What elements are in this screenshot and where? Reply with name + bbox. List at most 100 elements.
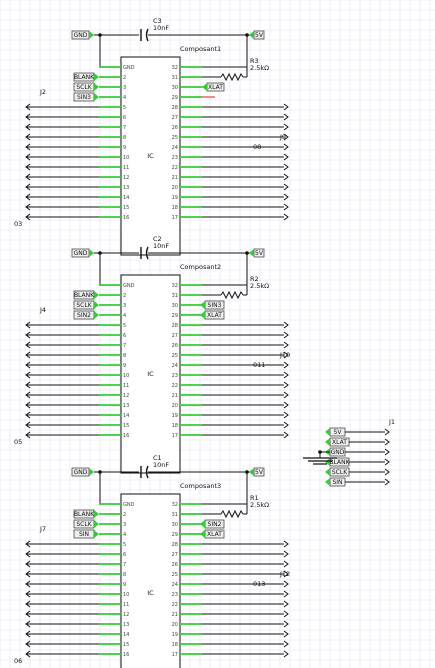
capacitor-plate (145, 465, 149, 479)
pin-number: GND (123, 502, 135, 508)
net-label[interactable]: BLANK (73, 509, 99, 519)
ic-label: IC (147, 152, 154, 160)
connector-pin-end (384, 448, 390, 456)
net-label[interactable]: XLAT (200, 310, 225, 320)
pin-number: 10 (123, 373, 129, 379)
pin-number: 32 (172, 283, 178, 289)
pin-number: 4 (123, 313, 126, 319)
pin-number: 19 (172, 413, 178, 419)
connector-pin-end (25, 113, 31, 121)
pin-number: 27 (172, 333, 178, 339)
pin-number: 6 (123, 333, 126, 339)
net-label[interactable]: XLAT (200, 529, 225, 539)
connector-pin-end (283, 600, 289, 608)
pin-number: 7 (123, 562, 126, 568)
connector-pin-end (283, 550, 289, 558)
connector-pin-end (25, 341, 31, 349)
pin-number: 12 (123, 175, 129, 181)
net-label-text: GND (74, 250, 88, 257)
net-label-text: SIN (332, 479, 342, 486)
net-label-text: BLANK (74, 74, 95, 81)
pin-number: 17 (172, 433, 178, 439)
net-label-arrow (249, 468, 254, 476)
connector-pin-end (283, 570, 289, 578)
pin-number: 23 (172, 373, 178, 379)
pin-number: 3 (123, 85, 126, 91)
connector-pin-end (283, 203, 289, 211)
net-label[interactable]: BLANK (73, 290, 99, 300)
net-label[interactable]: SCLK (73, 300, 99, 310)
connector-pin-end (25, 163, 31, 171)
pin-number: 22 (172, 383, 178, 389)
pin-number: 19 (172, 195, 178, 201)
net-label[interactable]: GND (71, 467, 94, 477)
ic-label: IC (147, 370, 154, 378)
net-label[interactable]: SIN3 (73, 92, 99, 102)
net-label-arrow (94, 73, 99, 81)
net-label[interactable]: BLANK (325, 457, 351, 467)
net-label[interactable]: 5V (249, 248, 265, 258)
pin-number: 6 (123, 115, 126, 121)
net-label[interactable]: SCLK (325, 467, 350, 477)
net-label[interactable]: SIN2 (200, 519, 225, 529)
pin-number: 4 (123, 532, 126, 538)
connector-pin-end (25, 590, 31, 598)
pin-number: 20 (172, 622, 178, 628)
pin-number: 31 (172, 512, 178, 518)
net-label[interactable]: SCLK (73, 82, 99, 92)
pin-number: 15 (123, 205, 129, 211)
connector-pin-end (25, 193, 31, 201)
connector-left-num: 06 (14, 657, 22, 665)
resistor (220, 290, 244, 300)
connector-pin-end (283, 540, 289, 548)
net-label[interactable]: XLAT (202, 82, 225, 92)
pin-number: 2 (123, 75, 126, 81)
connector-left-num: 03 (14, 220, 22, 228)
net-label[interactable]: BLANK (73, 72, 99, 82)
net-label[interactable]: SIN (73, 529, 99, 539)
connector-pin-end (25, 540, 31, 548)
net-label[interactable]: SIN2 (73, 310, 99, 320)
pin-number: 15 (123, 423, 129, 429)
connector-pin-end (25, 133, 31, 141)
pin-number: 27 (172, 115, 178, 121)
resistor-ref: R1 (250, 494, 259, 502)
pin-number: 25 (172, 353, 178, 359)
net-label-text: SIN2 (77, 312, 91, 319)
net-label[interactable]: GND (71, 30, 94, 40)
pin-number: 28 (172, 542, 178, 548)
connector-pin-end (25, 371, 31, 379)
pin-number: 8 (123, 572, 126, 578)
connector-pin-end (283, 331, 289, 339)
pin-number: 19 (172, 632, 178, 638)
ic-label: IC (147, 589, 154, 597)
connector-right-num: 08 (253, 143, 261, 151)
net-label-arrow (94, 510, 99, 518)
net-label[interactable]: SIN3 (200, 300, 225, 310)
capacitor-value: 10nF (153, 461, 169, 469)
net-label-text: BLANK (74, 511, 95, 518)
net-label[interactable]: SCLK (73, 519, 99, 529)
net-label[interactable]: SIN (325, 477, 346, 487)
pin-number: GND (123, 283, 135, 289)
connector-pin-end (25, 183, 31, 191)
pin-number: 9 (123, 363, 126, 369)
connector-pin-end (25, 600, 31, 608)
net-label-arrow (202, 83, 207, 91)
net-label[interactable]: 5V (325, 427, 346, 437)
net-label[interactable]: GND (71, 248, 94, 258)
pin-number: 14 (123, 195, 129, 201)
net-label[interactable]: XLAT (325, 437, 350, 447)
pin-number: 23 (172, 155, 178, 161)
connector-pin-end (25, 351, 31, 359)
net-label[interactable]: 5V (249, 30, 265, 40)
connector-pin-end (283, 153, 289, 161)
net-label-arrow (94, 311, 99, 319)
connector-pin-end (283, 421, 289, 429)
net-label[interactable]: 5V (249, 467, 265, 477)
pin-number: 31 (172, 75, 178, 81)
pin-number: 5 (123, 323, 126, 329)
connector-pin-end (283, 371, 289, 379)
